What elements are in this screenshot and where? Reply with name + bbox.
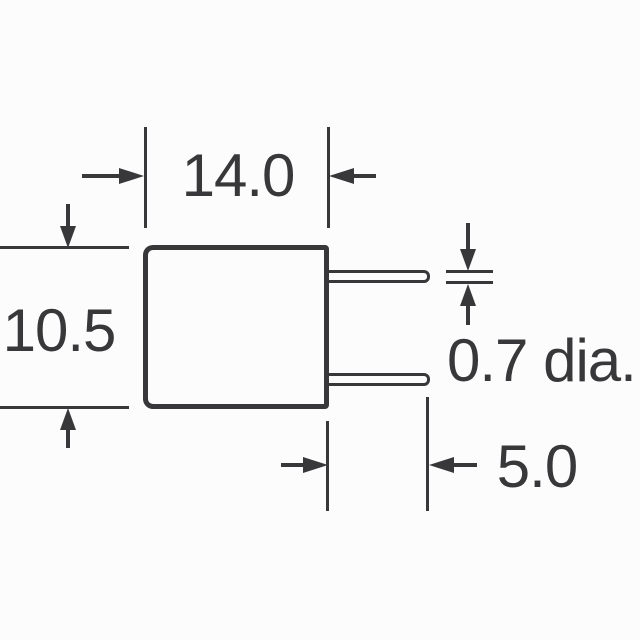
- width-extension-line-left: [144, 127, 147, 228]
- width-dimension-label: 14.0: [181, 142, 296, 209]
- lead-diameter-label: 0.7 dia.: [447, 327, 637, 394]
- height-arrowhead-down-icon: [60, 226, 76, 248]
- lead-length-arrowhead-right-icon: [429, 457, 454, 473]
- lead-dia-ref-line-bottom: [446, 281, 493, 284]
- height-arrow-up-line: [66, 429, 70, 448]
- lead-dia-arrowhead-down-icon: [460, 249, 476, 271]
- width-arrow-left-line: [82, 174, 120, 178]
- lead-length-label: 5.0: [496, 433, 578, 500]
- height-extension-line-bottom: [0, 406, 129, 409]
- width-arrowhead-right-icon: [329, 168, 354, 184]
- lead-bottom: [325, 373, 430, 386]
- height-dimension-label: 10.5: [2, 297, 117, 364]
- lead-dia-arrow-up-line: [466, 305, 470, 325]
- lead-dia-arrow-down-line: [466, 223, 470, 251]
- lead-length-arrowhead-left-icon: [303, 457, 328, 473]
- width-extension-line-right: [327, 127, 330, 228]
- lead-dia-ref-line-top: [446, 270, 493, 273]
- lead-dia-arrowhead-up-icon: [460, 284, 476, 306]
- height-arrowhead-up-icon: [60, 408, 76, 430]
- component-body-outline: [143, 245, 329, 409]
- lead-length-arrow-right-line: [452, 463, 477, 467]
- width-arrow-right-line: [352, 174, 376, 178]
- width-arrowhead-left-icon: [119, 168, 144, 184]
- lead-top: [325, 270, 430, 283]
- height-arrow-down-line: [66, 204, 70, 228]
- lead-length-extension-line-right: [426, 397, 429, 511]
- lead-length-arrow-left-line: [281, 463, 309, 467]
